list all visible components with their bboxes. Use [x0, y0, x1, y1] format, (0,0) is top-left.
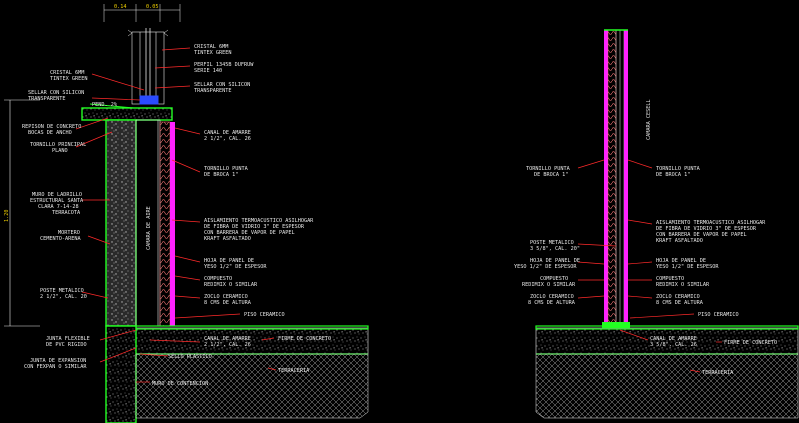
piso-label: PISO CERAMICO	[244, 312, 285, 318]
right-leaders	[577, 159, 722, 373]
dim-height: 1.20	[4, 210, 10, 223]
gypsum-right	[624, 30, 628, 326]
camara-cesell-label: CAMARA CESELL	[646, 99, 652, 140]
concrete-slab-right	[535, 327, 799, 355]
brick-wall	[105, 119, 137, 327]
concrete-sill	[81, 107, 173, 121]
terraceria-label: TERRACERIA	[278, 368, 310, 374]
terraceria-right-label: TERRACERIA	[702, 370, 734, 376]
firme-right-label: FIRME DE CONCRETO	[724, 340, 777, 346]
dim-top-right: 0.05	[146, 4, 159, 10]
top-dimension: 0.14 0.05	[103, 4, 181, 22]
left-detail: 0.14 0.05 1.20 CAMARA DE AIRE	[4, 4, 369, 423]
left-leaders	[75, 47, 277, 383]
air-chamber-label: CAMARA DE AIRE	[146, 206, 152, 250]
dim-top-left: 0.14	[114, 4, 127, 10]
height-dimension: 1.20	[4, 99, 40, 327]
gypsum-board	[170, 122, 175, 326]
firme-label: FIRME DE CONCRETO	[278, 336, 331, 342]
muro-contencion-label: MURO DE CONTENCION	[152, 381, 208, 387]
gypsum-left	[604, 30, 608, 326]
sello-label: SELLO PLASTICO	[168, 354, 212, 360]
pend-label: PEND. 2%	[92, 102, 118, 108]
soil	[135, 353, 369, 419]
piso-right-label: PISO CERAMICO	[698, 312, 739, 318]
soil-right	[535, 353, 799, 419]
window-frame	[127, 28, 169, 105]
insulation	[159, 121, 171, 327]
right-detail: CAMARA CESELL	[535, 29, 799, 419]
retaining-wall	[105, 325, 137, 423]
